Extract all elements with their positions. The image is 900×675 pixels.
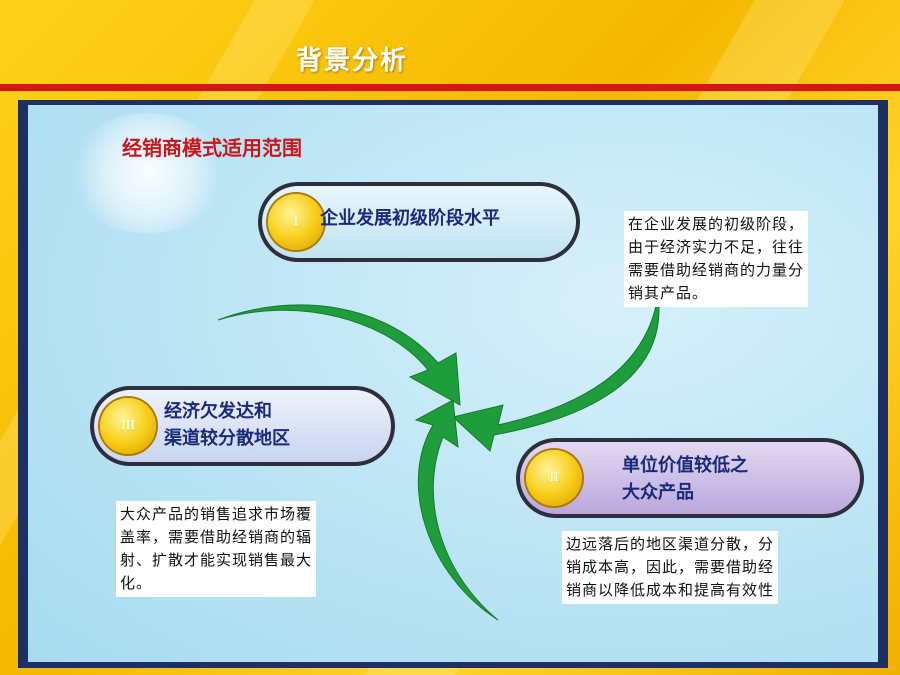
stage-2-pill: II 单位价值较低之 大众产品 <box>516 438 864 518</box>
note-line: 盖率，需要借助经销商的辐 <box>120 528 313 546</box>
note-line: 化。 <box>120 574 153 592</box>
stage-3-label: 经济欠发达和 渠道较分散地区 <box>164 398 290 452</box>
note-line: 销成本高，因此，需要借助经 <box>566 558 775 576</box>
stage-2-note: 边远落后的地区渠道分散，分 销成本高，因此，需要借助经 销商以降低成本和提高有效… <box>562 531 779 604</box>
stage-2-badge: II <box>526 450 582 506</box>
stage-1-note: 在企业发展的初级阶段， 由于经济实力不足，往往 需要借助经销商的力量分 销其产品… <box>624 211 809 307</box>
section-heading: 经销商模式适用范围 <box>122 136 302 160</box>
stage-1-number: I <box>293 214 299 229</box>
arrow-from-stage-2 <box>414 399 499 621</box>
stage-3-number: III <box>121 418 135 433</box>
note-line: 射、扩散才能实现销售最大 <box>120 551 313 569</box>
title-underline <box>0 84 900 91</box>
note-line: 销商以降低成本和提高有效性 <box>566 581 775 599</box>
note-line: 需要借助经销商的力量分 <box>628 261 805 279</box>
arrow-from-stage-3 <box>217 304 461 406</box>
stage-2-label-line: 单位价值较低之 <box>622 455 748 476</box>
arrow-from-stage-1 <box>451 294 660 452</box>
stage-3-label-line: 经济欠发达和 <box>164 401 272 422</box>
stage-3-label-line: 渠道较分散地区 <box>164 428 290 449</box>
cycle-arrows <box>217 294 660 621</box>
stage-3-note: 大众产品的销售追求市场覆 盖率，需要借助经销商的辐 射、扩散才能实现销售最大 化… <box>116 501 317 597</box>
stage-2-label: 单位价值较低之 大众产品 <box>622 452 748 506</box>
page-title: 背景分析 <box>296 46 409 76</box>
stage-1-badge: I <box>268 194 324 250</box>
stage-3-badge: III <box>100 398 156 454</box>
note-line: 边远落后的地区渠道分散，分 <box>566 535 775 553</box>
note-line: 由于经济实力不足，往往 <box>628 238 805 256</box>
stage-2-label-line: 大众产品 <box>622 482 694 503</box>
stage-3-pill: III 经济欠发达和 渠道较分散地区 <box>90 386 395 466</box>
note-line: 在企业发展的初级阶段， <box>628 215 805 233</box>
stage-1-pill: I 企业发展初级阶段水平 <box>258 182 580 262</box>
note-line: 大众产品的销售追求市场覆 <box>120 505 313 523</box>
stage-1-label: 企业发展初级阶段水平 <box>320 205 500 232</box>
stage-1-label-line: 企业发展初级阶段水平 <box>320 208 500 229</box>
note-line: 销其产品。 <box>628 284 709 302</box>
stage-2-number: II <box>549 470 559 485</box>
sky-glow <box>68 113 228 233</box>
